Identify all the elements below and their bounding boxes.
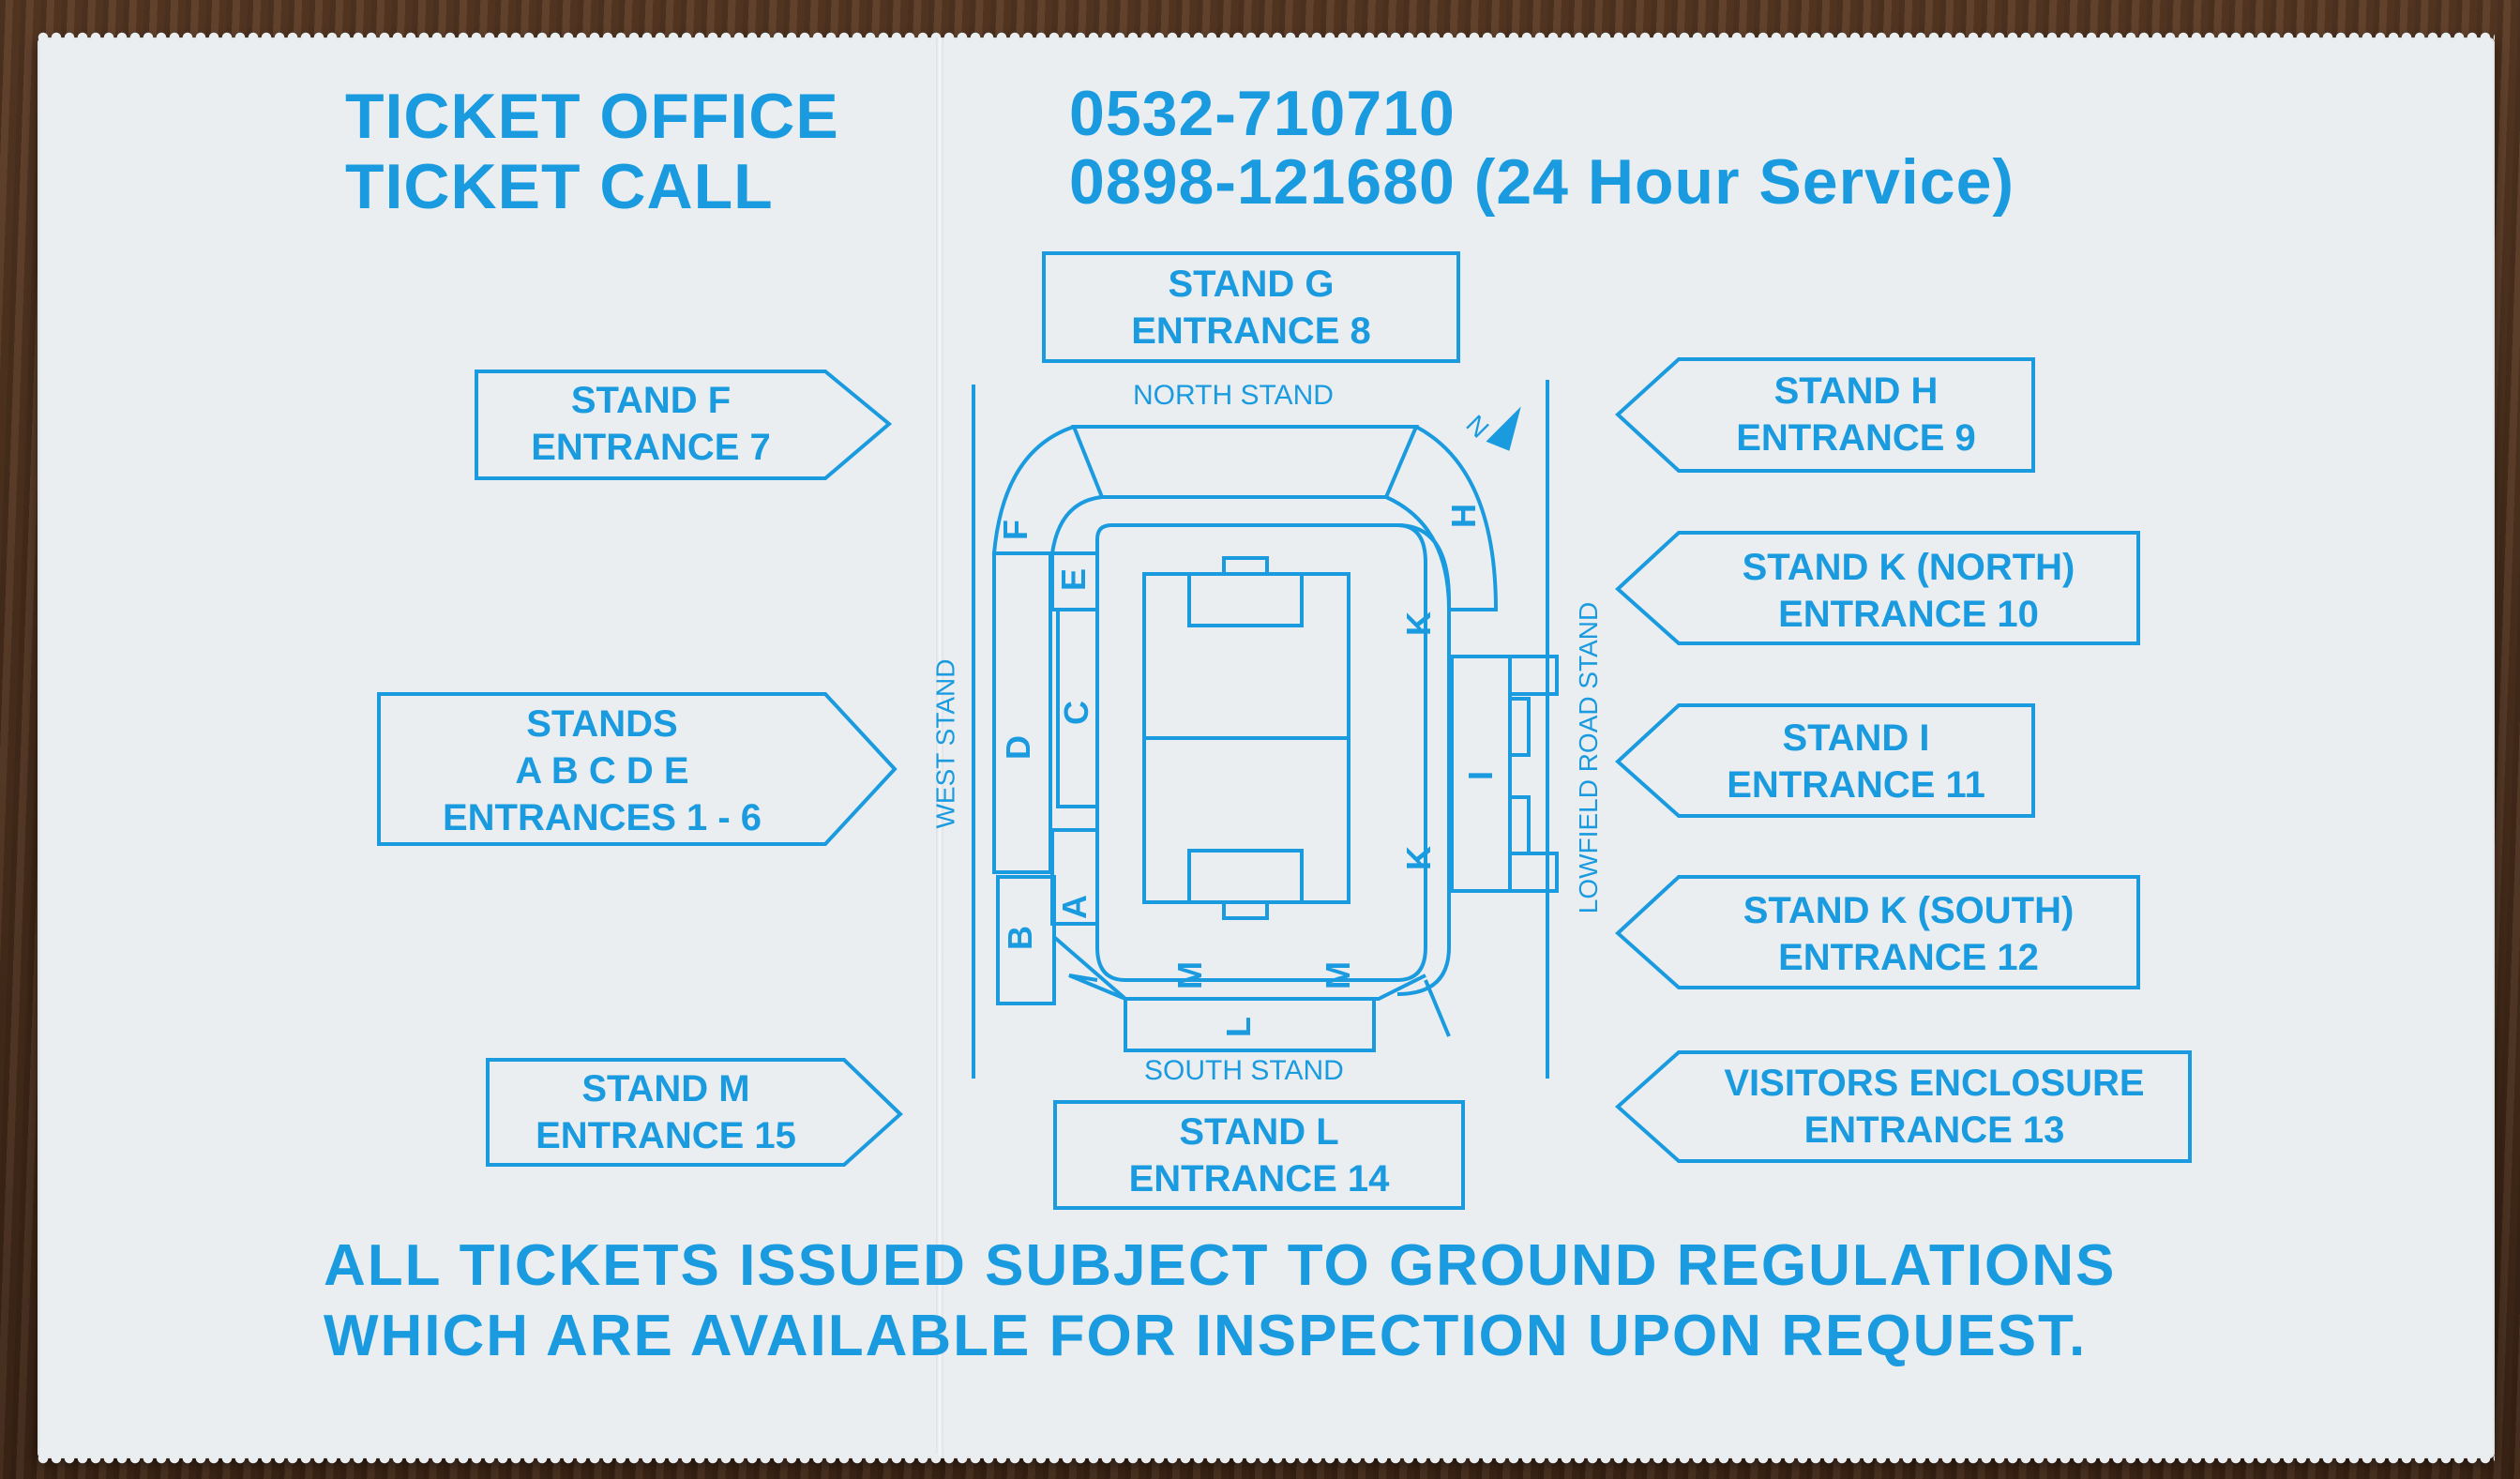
box-stand-l	[1053, 1100, 1465, 1210]
ticket-call-label: TICKET CALL	[345, 151, 774, 222]
fold-crease	[936, 38, 943, 1458]
ticket-call-number: 0898-121680 (24 Hour Service)	[1069, 146, 2015, 218]
goal-north	[1222, 556, 1269, 576]
south-stand-l	[1124, 997, 1376, 1052]
footer-line-2: WHICH ARE AVAILABLE FOR INSPECTION UPON …	[324, 1304, 2088, 1368]
north-stand-label: NORTH STAND	[1133, 380, 1334, 411]
box-stand-k-north	[1615, 531, 2140, 645]
box-stand-i	[1615, 703, 2035, 818]
ticket-office-label: TICKET OFFICE	[345, 81, 839, 152]
box-stand-m	[486, 1058, 903, 1167]
label-stand-k-south: STAND K (SOUTH)ENTRANCE 12	[1743, 890, 2075, 978]
box-stand-k-south	[1615, 875, 2140, 989]
west-block-outer	[992, 551, 1052, 874]
stand-i-annex4	[1508, 852, 1559, 893]
penalty-box-south	[1187, 849, 1304, 904]
section-m-left: M	[1170, 961, 1209, 989]
section-f: F	[996, 520, 1034, 540]
box-stand-g	[1042, 251, 1460, 363]
section-e: E	[1054, 567, 1094, 592]
ticket	[38, 32, 2495, 1464]
compass-arrow	[1486, 406, 1521, 451]
ticket-office-number: 0532-710710	[1069, 78, 1456, 149]
west-block-b	[996, 875, 1056, 1005]
footer-line-1: ALL TICKETS ISSUED SUBJECT TO GROUND REG…	[324, 1233, 2117, 1298]
section-d: D	[999, 735, 1037, 760]
stand-i-annex1	[1508, 655, 1559, 696]
section-l: L	[1219, 1017, 1258, 1037]
box-visitors	[1614, 1050, 2192, 1163]
penalty-box-north	[1187, 572, 1304, 627]
south-corner-right	[1424, 979, 1451, 1037]
stand-k	[1396, 523, 1451, 996]
section-k-south: K	[1399, 846, 1438, 870]
section-m-right: M	[1319, 961, 1357, 989]
south-corner-left	[1053, 936, 1127, 1001]
goal-south	[1222, 900, 1269, 920]
stand-i-block	[1450, 655, 1512, 893]
box-stands-abcde	[377, 692, 898, 846]
stand-f-curve	[991, 425, 1103, 555]
stand-i-annex3	[1508, 795, 1531, 855]
pitch-surround	[1095, 523, 1427, 982]
south-stand-label: SOUTH STAND	[1144, 1055, 1344, 1086]
section-c: C	[1057, 701, 1095, 725]
section-k-north: K	[1399, 611, 1438, 636]
section-h: H	[1444, 504, 1483, 528]
section-b: B	[1001, 926, 1039, 950]
west-stand-label: WEST STAND	[930, 658, 960, 829]
section-a: A	[1055, 895, 1094, 919]
box-stand-f	[475, 370, 893, 480]
section-i: I	[1461, 770, 1501, 781]
stand-h-curve	[1385, 425, 1499, 611]
east-stand-label: LOWFIELD ROAD STAND	[1574, 601, 1604, 914]
stand-i-annex2	[1508, 697, 1531, 757]
box-stand-h	[1615, 357, 2035, 473]
north-stand-outline	[1071, 425, 1420, 499]
label-stand-k-north: STAND K (NORTH)ENTRANCE 10	[1742, 547, 2075, 635]
